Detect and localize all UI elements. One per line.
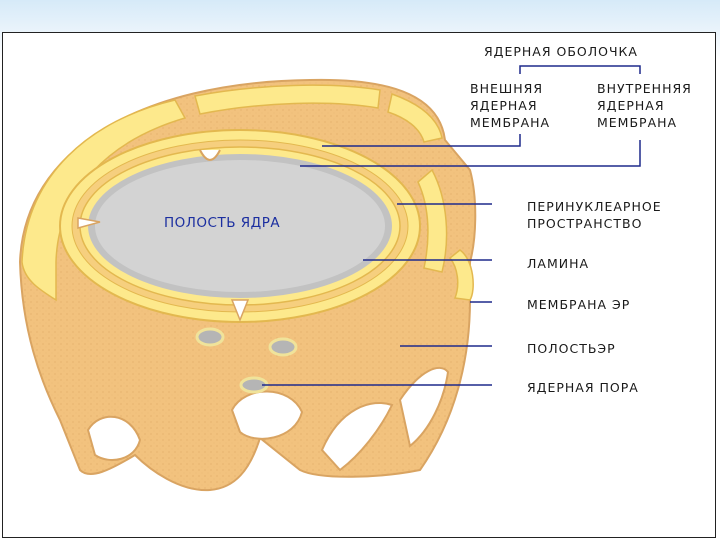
label-nuclear-envelope: ЯДЕРНАЯ ОБОЛОЧКА xyxy=(484,44,638,59)
label-er-membrane: МЕМБРАНА ЭР xyxy=(527,297,630,312)
label-er-cavity: ПОЛОСТЬЭР xyxy=(527,341,616,356)
nuclear-pore xyxy=(270,339,296,355)
label-nuclear-cavity: ПОЛОСТЬ ЯДРА xyxy=(164,216,280,231)
label-lamina: ЛАМИНА xyxy=(527,256,589,271)
label-inner-nuclear-membrane: ВНУТРЕННЯЯ ЯДЕРНАЯ МЕМБРАНА xyxy=(597,80,692,131)
label-perinuclear-space: ПЕРИНУКЛЕАРНОЕ ПРОСТРАНСТВО xyxy=(527,198,662,232)
nuclear-pore xyxy=(197,329,223,345)
label-outer-nuclear-membrane: ВНЕШНЯЯ ЯДЕРНАЯ МЕМБРАНА xyxy=(470,80,550,131)
bracket-nuclear-envelope xyxy=(520,66,640,74)
label-nuclear-pore: ЯДЕРНАЯ ПОРА xyxy=(527,380,639,395)
